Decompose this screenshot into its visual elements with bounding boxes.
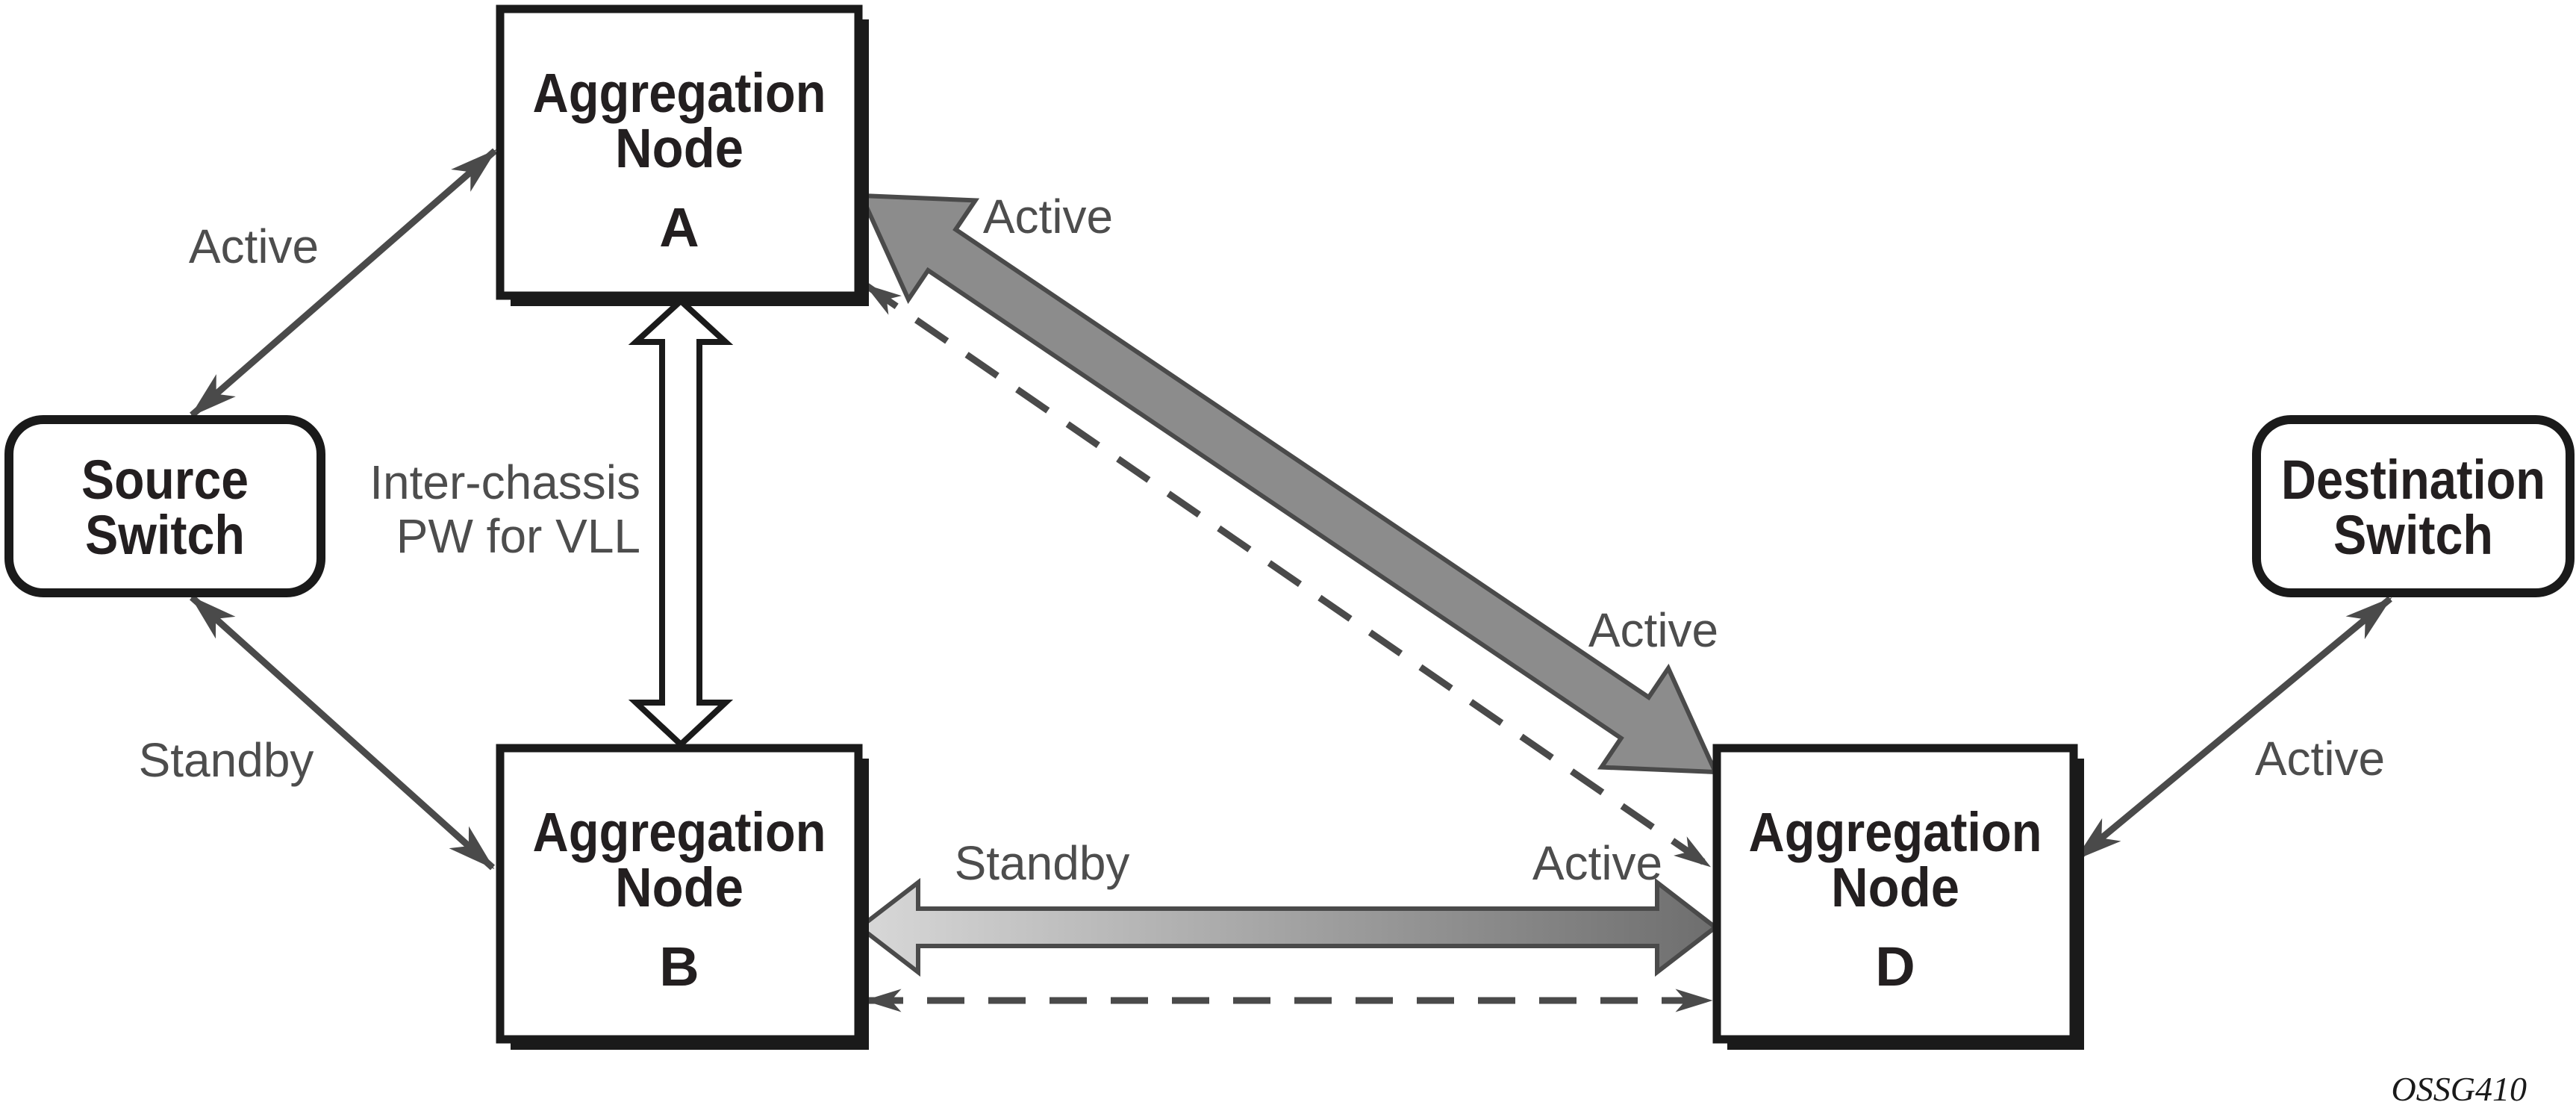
link-source-to-b [189,594,496,871]
aggregation-node-d: Aggregation Node D [1712,744,2084,1050]
label-active-a-d-near-d: Active [1588,603,1718,657]
node-a-label-line2: Node [615,117,743,179]
thick-arrow-a-to-d [858,193,1719,775]
node-d-box [1712,744,2078,1044]
destination-switch-label-line2: Switch [2333,504,2493,566]
destination-switch-box [2252,415,2575,597]
node-d-label-line2: Node [1831,856,1959,918]
node-a-letter: A [659,196,699,258]
node-b-label-line2: Node [615,856,743,918]
dashed-link-a-to-d [864,282,1712,869]
source-switch-node: Source Switch [4,415,325,597]
label-standby-b-d: Standby [955,836,1130,890]
label-active-source-a: Active [189,220,319,273]
destination-switch-label-line1: Destination [2281,449,2545,511]
label-interchassis-line2: PW for VLL [396,509,640,563]
node-b-box [496,744,863,1044]
source-switch-label-line1: Source [81,449,249,511]
label-standby-source-b: Standby [139,733,314,787]
link-source-to-a [190,148,497,418]
label-active-b-d: Active [1532,836,1662,890]
label-active-a-d-near-a: Active [983,190,1113,243]
link-d-to-destination [2074,596,2392,862]
interchassis-pw-arrow [628,296,734,749]
node-b-letter: B [659,936,699,998]
aggregation-node-b: Aggregation Node B [496,744,869,1050]
source-switch-label-line2: Switch [85,504,245,566]
aggregation-node-a: Aggregation Node A [496,4,869,306]
destination-switch-node: Destination Switch [2252,415,2575,597]
node-b-label-line1: Aggregation [533,801,826,863]
label-active-d-destination: Active [2255,732,2385,785]
thick-arrow-b-to-d [856,877,1719,977]
node-d-label-line1: Aggregation [1749,801,2042,863]
source-switch-box [4,415,325,597]
node-a-box [496,4,863,300]
figure-code: OSSG410 [2392,1070,2527,1108]
node-d-letter: D [1875,936,1915,998]
node-a-label-line1: Aggregation [533,62,826,124]
label-interchassis-line1: Inter-chassis [369,455,640,509]
